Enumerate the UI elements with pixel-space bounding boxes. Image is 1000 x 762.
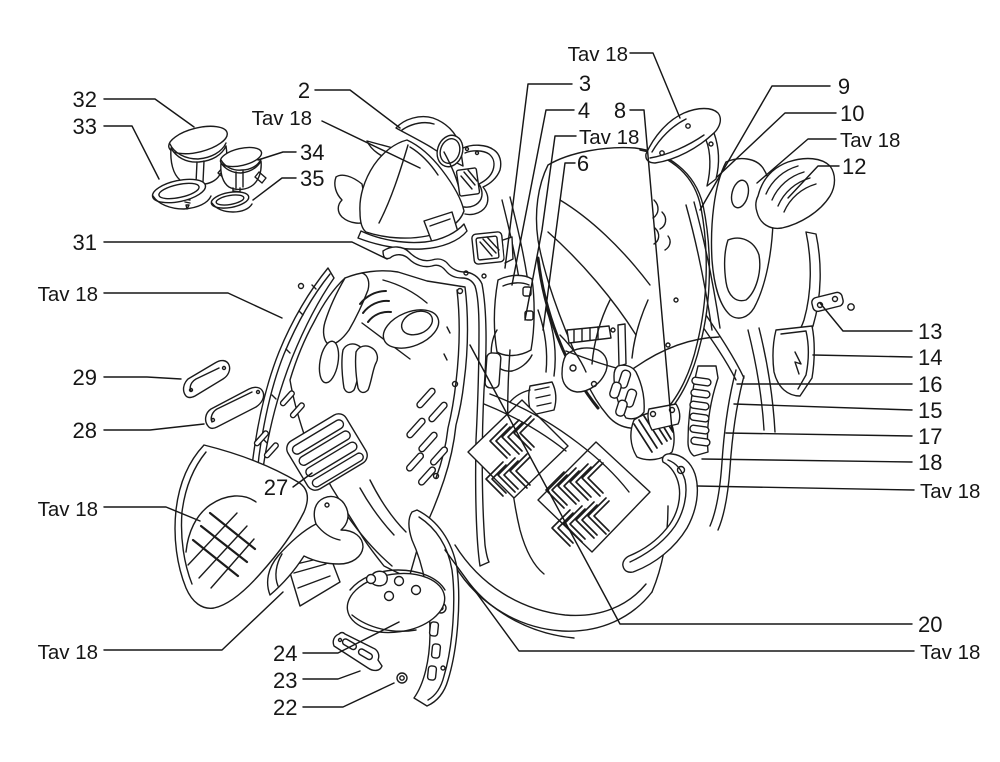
svg-text:27: 27 <box>264 475 288 500</box>
svg-text:23: 23 <box>273 668 297 693</box>
svg-text:9: 9 <box>838 74 850 99</box>
svg-text:29: 29 <box>73 365 97 390</box>
svg-text:17: 17 <box>918 424 942 449</box>
svg-text:34: 34 <box>300 140 324 165</box>
svg-text:Tav 18: Tav 18 <box>920 480 980 503</box>
svg-text:14: 14 <box>918 345 942 370</box>
svg-text:4: 4 <box>578 98 590 123</box>
svg-text:2: 2 <box>298 78 310 103</box>
svg-text:8: 8 <box>614 98 626 123</box>
svg-text:Tav 18: Tav 18 <box>568 43 628 66</box>
svg-text:Tav 18: Tav 18 <box>579 126 639 149</box>
svg-text:35: 35 <box>300 166 324 191</box>
svg-text:28: 28 <box>73 418 97 443</box>
svg-text:Tav 18: Tav 18 <box>38 641 98 664</box>
svg-text:Tav 18: Tav 18 <box>38 283 98 306</box>
svg-text:32: 32 <box>73 87 97 112</box>
svg-text:12: 12 <box>842 154 866 179</box>
svg-text:24: 24 <box>273 641 297 666</box>
svg-text:16: 16 <box>918 372 942 397</box>
svg-text:Tav 18: Tav 18 <box>252 107 312 130</box>
svg-text:18: 18 <box>918 450 942 475</box>
svg-text:13: 13 <box>918 319 942 344</box>
svg-text:20: 20 <box>918 612 942 637</box>
svg-text:Tav 18: Tav 18 <box>840 129 900 152</box>
svg-text:6: 6 <box>577 151 589 176</box>
svg-text:33: 33 <box>73 114 97 139</box>
svg-text:Tav 18: Tav 18 <box>38 498 98 521</box>
svg-text:31: 31 <box>73 230 97 255</box>
svg-text:22: 22 <box>273 695 297 720</box>
svg-text:10: 10 <box>840 101 864 126</box>
svg-text:3: 3 <box>579 71 591 96</box>
svg-text:15: 15 <box>918 398 942 423</box>
svg-text:Tav 18: Tav 18 <box>920 641 980 664</box>
